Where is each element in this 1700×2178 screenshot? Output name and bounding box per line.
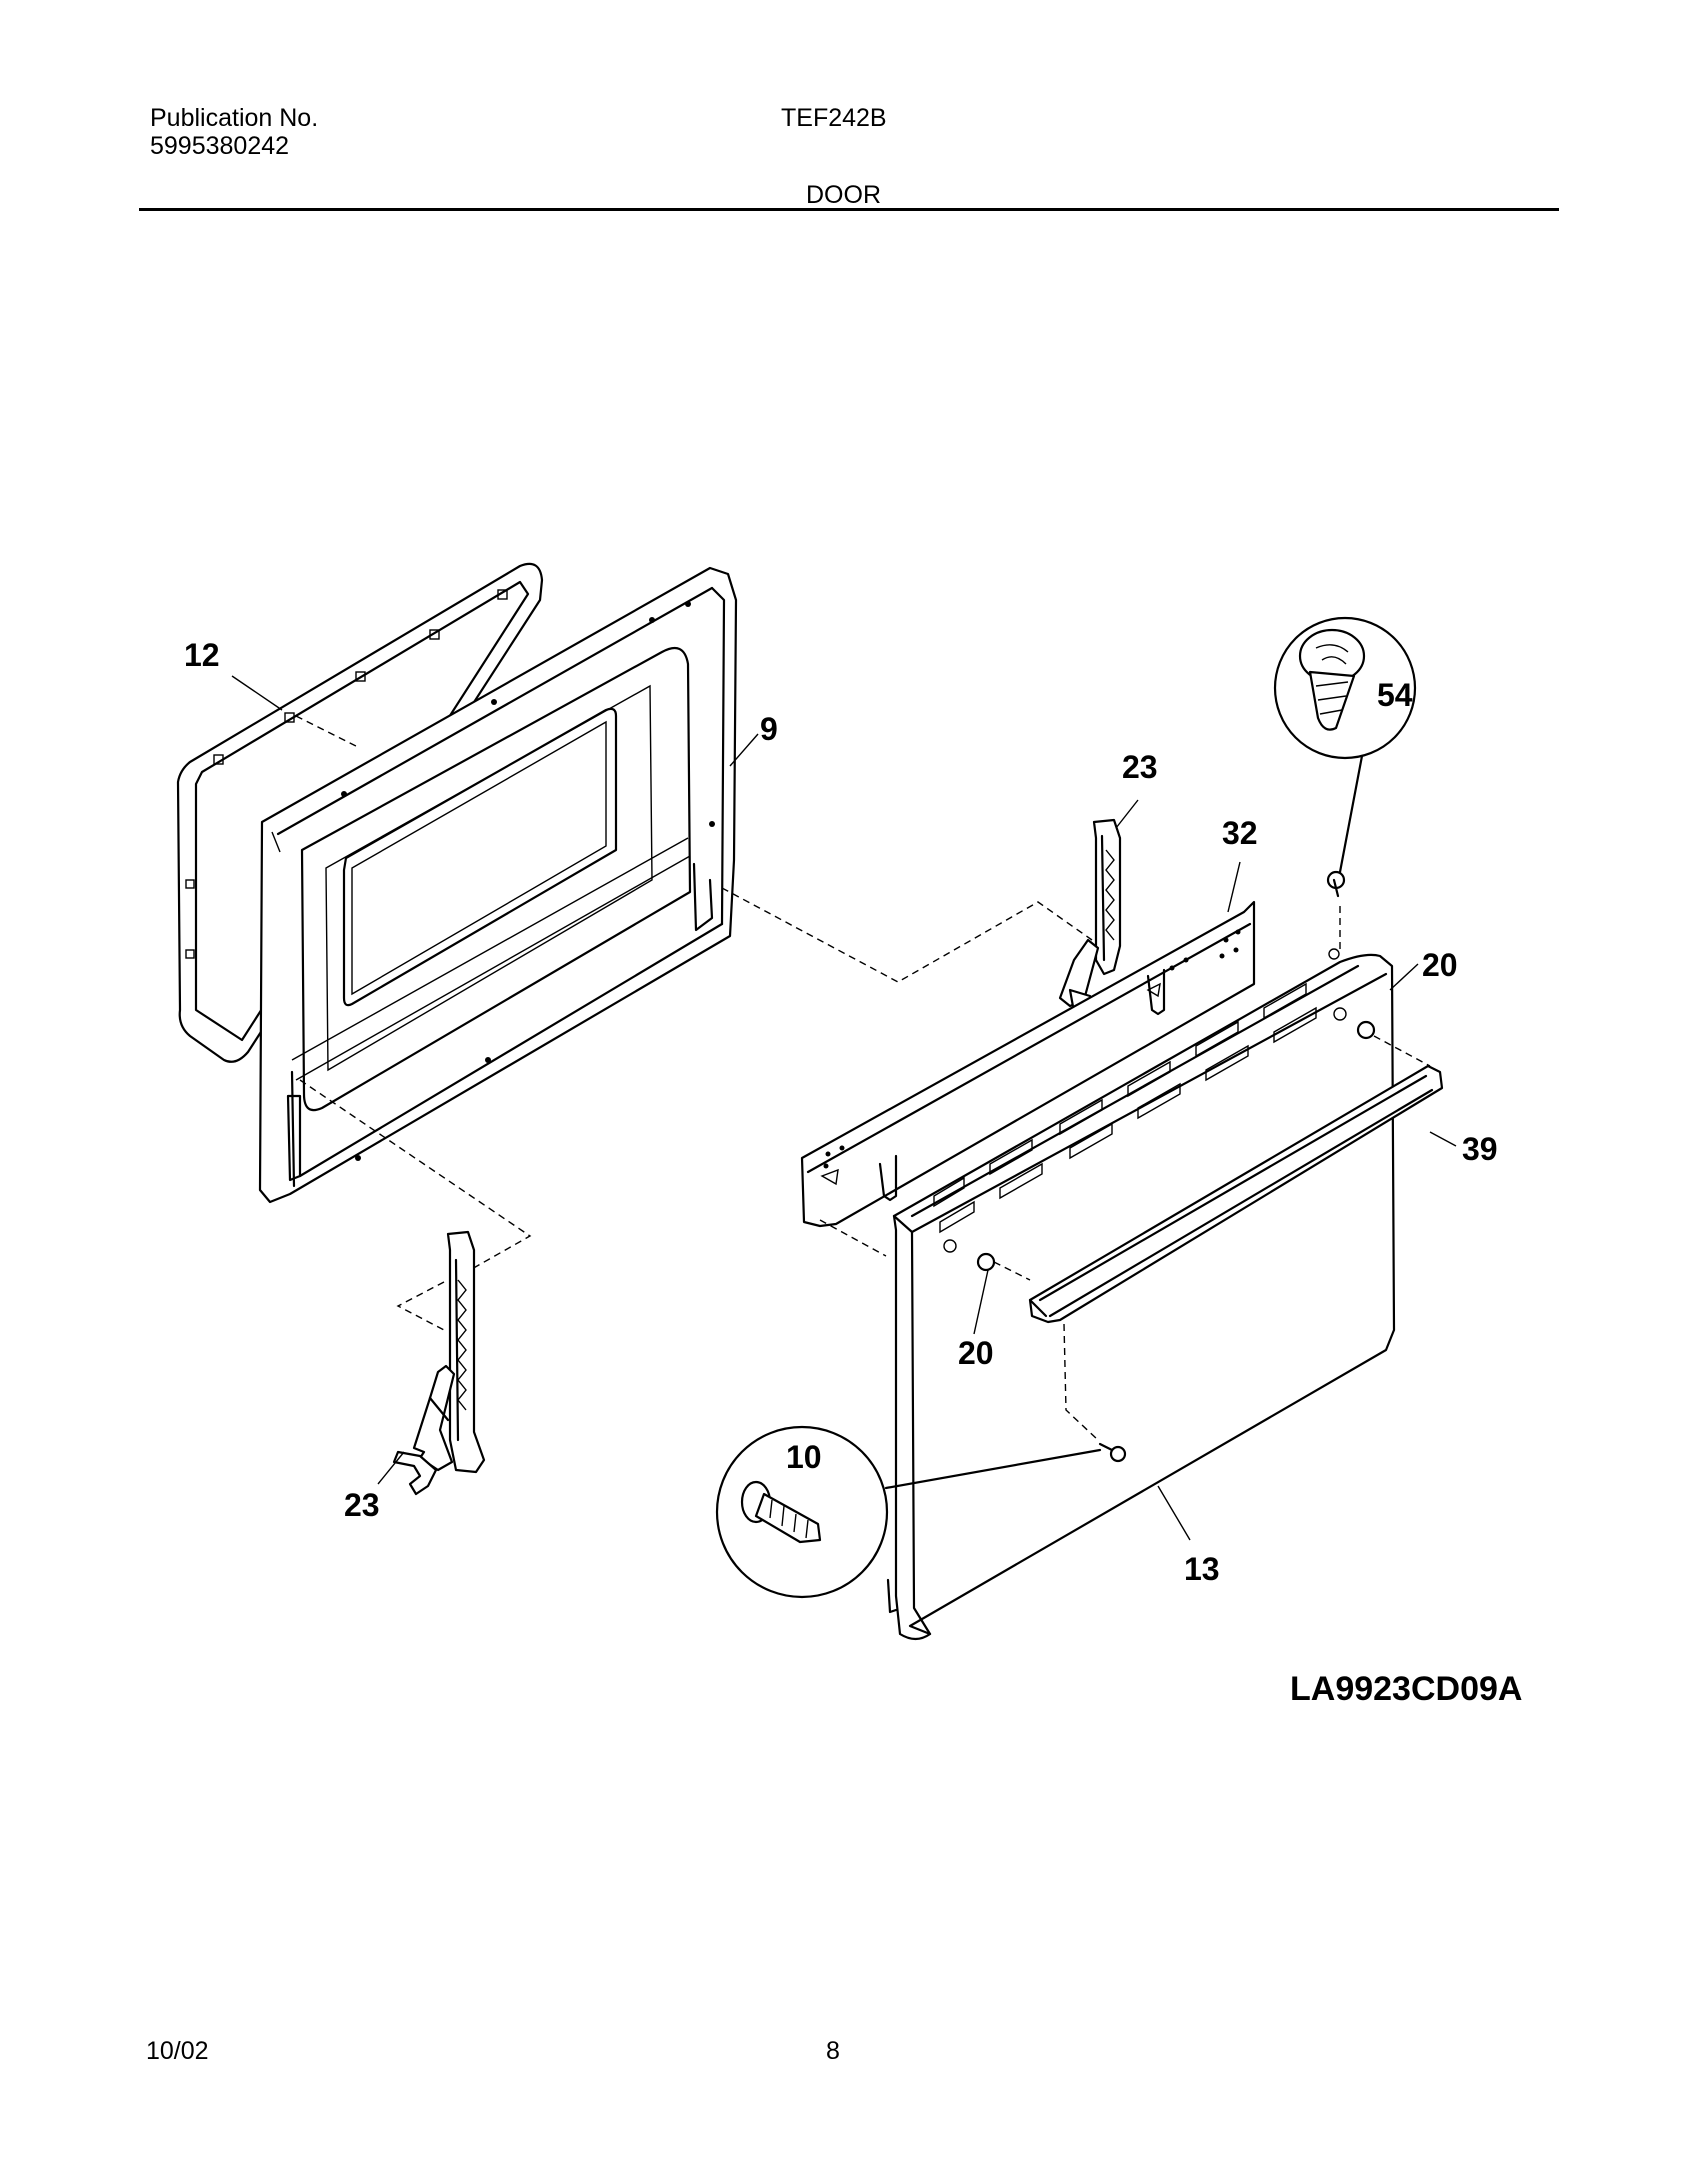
outer-door-panel (886, 948, 1396, 1641)
left-hinge (392, 1230, 486, 1496)
callout-54: 54 (1377, 677, 1413, 713)
spacer-top (1356, 1020, 1376, 1040)
callout-39: 39 (1462, 1131, 1498, 1167)
publication-label: Publication No. (150, 104, 319, 132)
screw-bottom-part (1098, 1442, 1127, 1463)
leader-lines (231, 675, 1457, 1541)
drawing-code: LA9923CD09A (1290, 1670, 1523, 1708)
section-title: DOOR (806, 181, 881, 209)
right-hinge (1058, 818, 1122, 1014)
callout-23-right: 23 (1122, 749, 1158, 785)
callout-32: 32 (1222, 815, 1258, 851)
screw-top-part (1326, 870, 1346, 898)
assembly-lines (295, 715, 1431, 1441)
footer-date: 10/02 (146, 2037, 209, 2065)
screw-54-detail (1273, 616, 1417, 874)
callout-13: 13 (1184, 1551, 1220, 1587)
callout-10: 10 (786, 1439, 822, 1475)
model-number: TEF242B (781, 104, 887, 132)
callout-20-top: 20 (1422, 947, 1458, 983)
publication-number: 5995380242 (150, 132, 290, 160)
callout-12: 12 (184, 637, 220, 673)
heat-shield (800, 900, 1256, 1228)
callout-9: 9 (760, 711, 778, 747)
inner-door-panel (258, 566, 738, 1204)
door-gasket (176, 562, 544, 1063)
header-rule (139, 208, 1559, 211)
screw-10-detail (715, 1425, 1102, 1599)
callout-23-left: 23 (344, 1487, 380, 1523)
callout-20-bottom: 20 (958, 1335, 994, 1371)
spacer-bottom (976, 1252, 996, 1272)
page-number: 8 (826, 2037, 840, 2065)
door-handle (1028, 1064, 1444, 1324)
